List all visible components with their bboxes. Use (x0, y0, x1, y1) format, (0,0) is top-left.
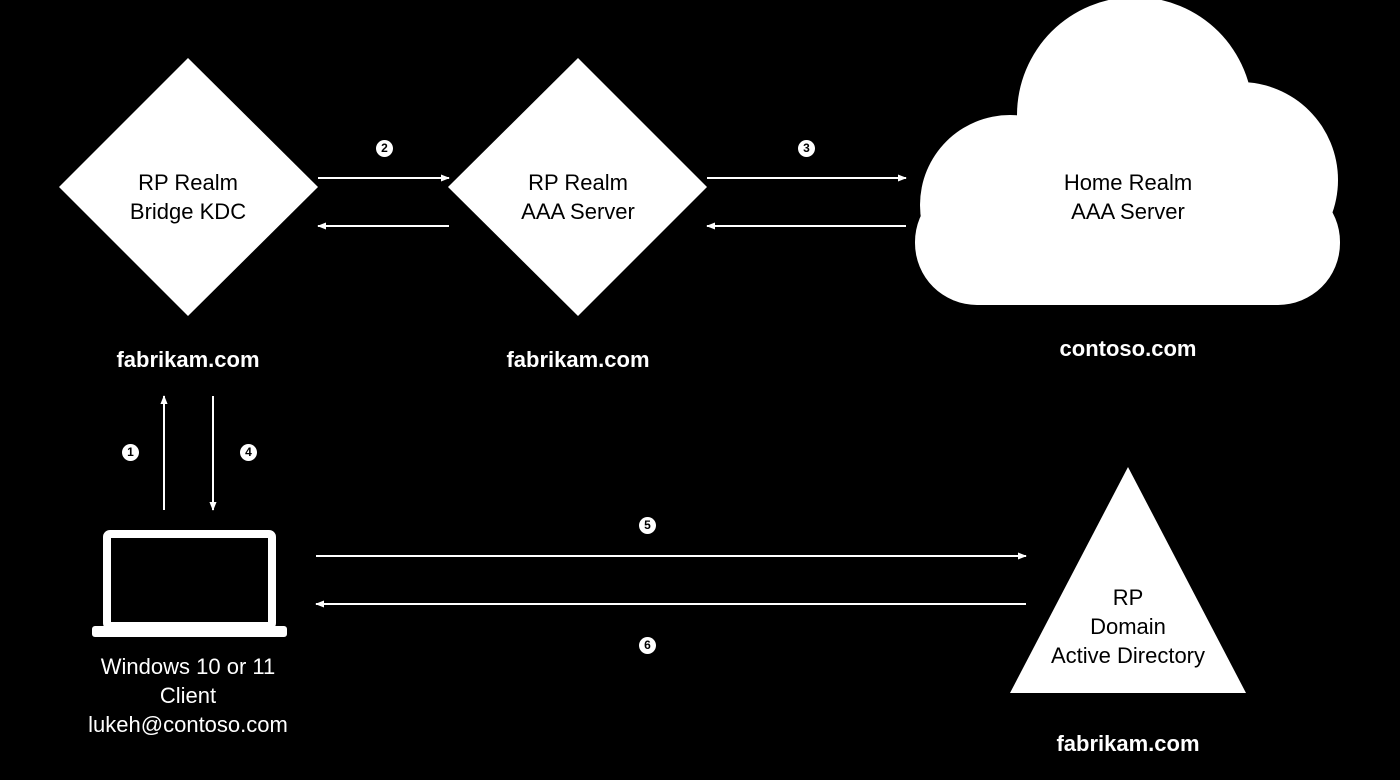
active-directory-line2: Domain (1090, 614, 1166, 639)
rp-aaa-domain: fabrikam.com (506, 347, 650, 372)
active-directory-line3: Active Directory (1050, 643, 1206, 668)
step-badge-3: 3 (798, 140, 815, 157)
rp-aaa-line2: AAA Server (521, 199, 635, 224)
rp-aaa-diamond (448, 58, 707, 316)
active-directory-domain: fabrikam.com (1056, 731, 1200, 756)
bridge-kdc-domain: fabrikam.com (116, 347, 260, 372)
home-aaa-line1: Home Realm (1063, 170, 1193, 195)
step-badge-6: 6 (639, 637, 656, 654)
active-directory-line1: RP (1112, 585, 1144, 610)
active-directory-label: RP Domain Active Directory (1018, 583, 1238, 670)
active-directory-triangle (1010, 467, 1246, 693)
step-badge-5: 5 (639, 517, 656, 534)
step-badge-1: 1 (122, 444, 139, 461)
bridge-kdc-line1: RP Realm (138, 170, 238, 195)
client-label: Windows 10 or 11 Client lukeh@contoso.co… (68, 652, 308, 739)
step-badge-4: 4 (240, 444, 257, 461)
bridge-kdc-line2: Bridge KDC (129, 199, 247, 224)
rp-aaa-label: RP Realm AAA Server (478, 168, 678, 226)
home-aaa-domain: contoso.com (1059, 336, 1197, 361)
home-aaa-label: Home Realm AAA Server (1028, 168, 1228, 226)
client-line2: Client (159, 683, 217, 708)
home-aaa-line2: AAA Server (1071, 199, 1185, 224)
bridge-kdc-label: RP Realm Bridge KDC (88, 168, 288, 226)
rp-aaa-line1: RP Realm (528, 170, 628, 195)
step-badge-2: 2 (376, 140, 393, 157)
home-aaa-cloud (915, 0, 1340, 305)
client-line3: lukeh@contoso.com (88, 712, 288, 737)
bridge-kdc-diamond (59, 58, 318, 316)
client-line1: Windows 10 or 11 (100, 654, 276, 679)
laptop-icon (92, 530, 287, 637)
